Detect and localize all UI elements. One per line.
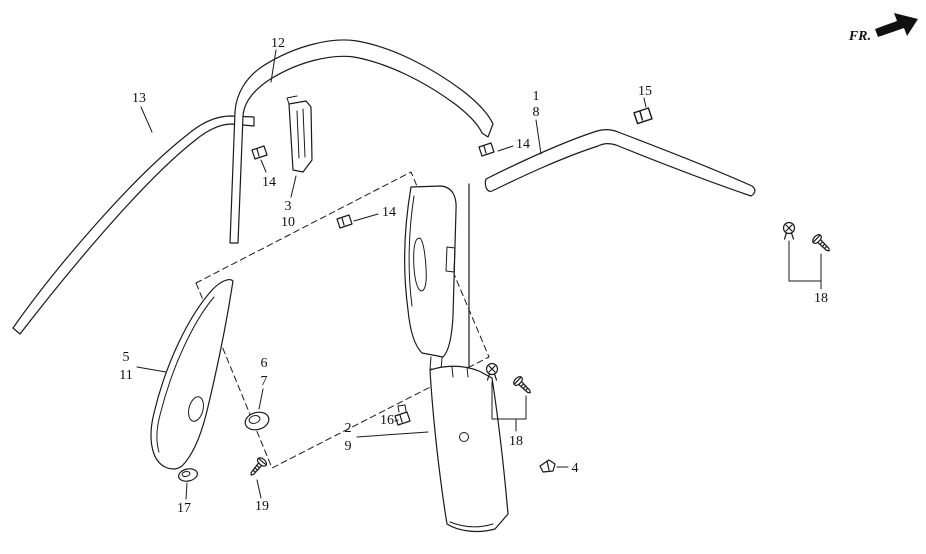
clip-16: [394, 411, 411, 426]
clip-14-b: [336, 214, 353, 229]
sash-garnish-detail: [286, 95, 306, 159]
clip-16-prong: [397, 404, 407, 413]
front-pillar-trim-inner-line: [156, 296, 215, 453]
callout-12: 12: [271, 36, 285, 51]
screw-18-center: [511, 374, 535, 398]
callout-14-b: 14: [382, 205, 396, 220]
front-pillar-trim-hole: [188, 396, 204, 422]
fr-arrow-icon: [875, 13, 918, 37]
callout-6: 6: [261, 356, 268, 371]
callout-3: 3: [285, 199, 292, 214]
callout-16: 16: [380, 413, 394, 428]
callout-14-c: 14: [516, 137, 530, 152]
callout-5: 5: [123, 350, 130, 365]
sash-garnish-3-10: [288, 100, 313, 173]
dashed-reference-box: [195, 171, 490, 469]
lower-pillar-trim-2-9: [429, 365, 509, 533]
front-pillar-trim-5-11: [150, 278, 234, 470]
callout-19: 19: [255, 499, 269, 514]
callout-10: 10: [281, 215, 295, 230]
callout-2: 2: [345, 421, 352, 436]
leader-lines: [136, 49, 647, 500]
callout-14-a: 14: [262, 175, 276, 190]
screw-19: [246, 455, 269, 479]
callout-4: 4: [572, 461, 579, 476]
callout-18-right: 18: [814, 291, 828, 306]
grommet-17: [178, 468, 198, 482]
roof-side-garnish-1-8: [484, 129, 756, 197]
grommet-6-7: [244, 411, 270, 431]
fr-label: FR.: [848, 29, 871, 44]
callout-11: 11: [119, 368, 132, 383]
clip-15: [633, 107, 653, 125]
upper-pillar-trim: [404, 185, 457, 358]
callout-1: 1: [533, 89, 540, 104]
callout-18-center: 18: [509, 434, 523, 449]
callout-13: 13: [132, 91, 146, 106]
callout-8: 8: [533, 105, 540, 120]
lower-pillar-trim-details: [449, 366, 494, 528]
push-clip-18-right: [782, 221, 796, 240]
callout-15: 15: [638, 84, 652, 99]
fr-direction-indicator: FR.: [848, 13, 918, 44]
lower-pillar-trim-hole: [459, 432, 469, 442]
screw-18-right: [810, 232, 834, 256]
clip-14-a: [251, 145, 268, 160]
upper-pillar-trim-slot: [413, 237, 427, 292]
callout-9: 9: [345, 439, 352, 454]
bracket-lines-18: [491, 240, 822, 432]
clip-14-c: [478, 142, 495, 157]
window-molding-13: [12, 115, 255, 335]
bolt-4: [539, 459, 556, 473]
callout-17: 17: [177, 501, 191, 516]
callout-7: 7: [261, 374, 268, 389]
window-molding-12: [229, 39, 494, 244]
